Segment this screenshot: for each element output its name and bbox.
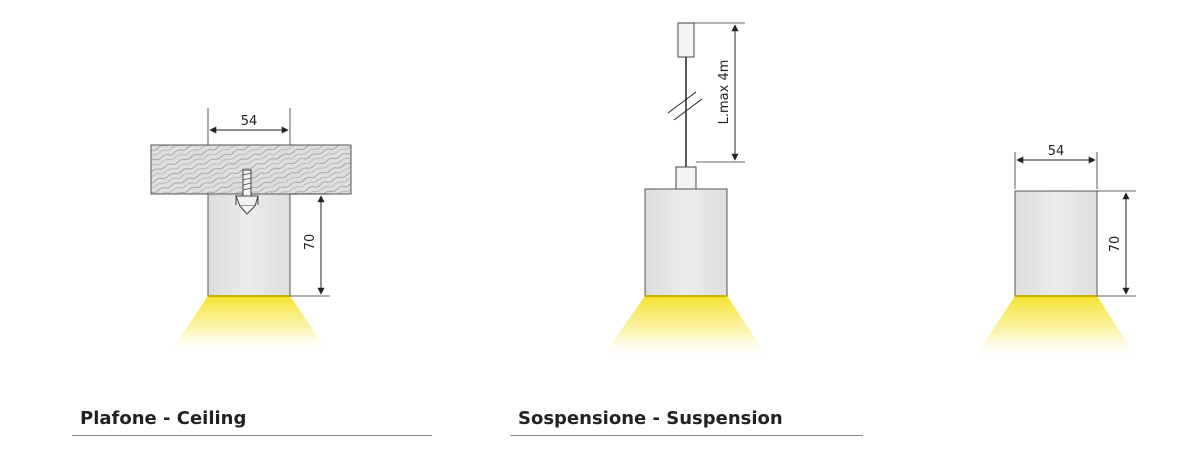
ceiling-mount-view: 54 70 [150, 108, 352, 355]
screw-icon [235, 169, 259, 215]
front-width-label: 54 [1048, 144, 1065, 159]
suspension-light-beam [600, 296, 770, 360]
ceiling-height-label: 70 [303, 234, 318, 251]
ceiling-width-label: 54 [241, 114, 258, 129]
suspension-cable-label: L.max 4m [717, 60, 732, 125]
suspension-caption-underline [510, 435, 863, 436]
front-height-label: 70 [1108, 236, 1123, 253]
suspension-caption: Sospensione - Suspension [518, 408, 783, 429]
suspension-lamp-body [644, 188, 728, 297]
front-lamp-body [1014, 190, 1098, 297]
ceiling-light-beam [168, 296, 330, 355]
front-dimension-view: 54 70 [973, 144, 1138, 360]
front-light-beam [973, 296, 1138, 360]
suspension-mount-view: L.max 4m [600, 22, 770, 360]
suspension-canopy [677, 22, 695, 58]
ceiling-caption: Plafone - Ceiling [80, 408, 247, 429]
ceiling-caption-underline [72, 435, 432, 436]
suspension-connector [675, 166, 697, 190]
